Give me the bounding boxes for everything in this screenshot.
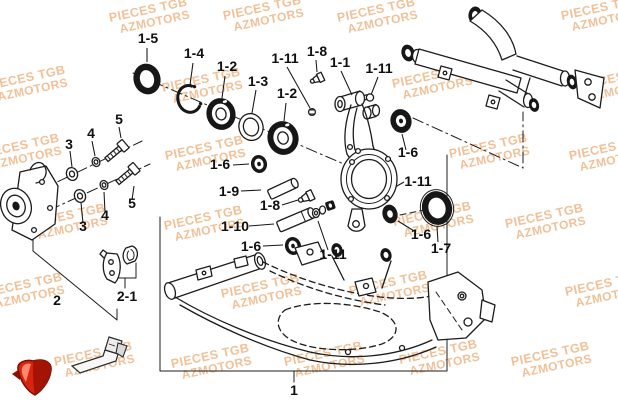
watermark-text: PIECES TGBAZMOTORS: [170, 341, 254, 384]
washer-bolt-set-lower: [73, 162, 141, 204]
part-label-1-6: 1-6: [210, 156, 230, 172]
part-label-1-9: 1-9: [219, 183, 239, 199]
part-label-2: 2: [53, 292, 61, 308]
dust-seal-1-7: [419, 189, 455, 227]
locator-bracket-part: [70, 336, 128, 374]
bearing-1-2-a: [206, 98, 236, 130]
watermark-text: PIECES TGBAZMOTORS: [504, 201, 588, 244]
leader-lines: [69, 48, 439, 251]
part-label-1-10: 1-10: [221, 218, 249, 234]
washer-nut-1-11-mid: [311, 200, 336, 219]
spacer-1-6-right: [382, 204, 398, 224]
part-label-1-11: 1-11: [319, 246, 346, 262]
pivot-pin-1-10: [276, 207, 316, 233]
part-label-1-5: 1-5: [138, 30, 158, 46]
spacer-ring-1-3: [238, 112, 264, 142]
part-label-1-11: 1-11: [365, 60, 392, 76]
part-label-3: 3: [79, 218, 87, 234]
pad-parts-2-1: [99, 245, 139, 284]
part-label-1-8: 1-8: [260, 197, 280, 213]
part-label-5: 5: [128, 195, 136, 211]
part-locator-arrow-icon: [12, 359, 52, 396]
part-label-3: 3: [65, 136, 73, 152]
watermark-text: PIECES TGBAZMOTORS: [398, 337, 482, 380]
part-label-1: 1: [290, 382, 298, 398]
grease-fitting-1-8-mid: [297, 189, 316, 203]
part-label-4: 4: [87, 125, 95, 141]
grease-fitting-1-8-top: [309, 71, 326, 84]
part-label-1-11: 1-11: [271, 50, 298, 66]
watermark-text: PIECES TGBAZMOTORS: [0, 63, 69, 106]
part-label-1-6: 1-6: [241, 238, 261, 254]
knuckle-part-1-1: [334, 90, 398, 232]
part-label-5: 5: [115, 111, 123, 127]
part-label-1-2: 1-2: [277, 85, 297, 101]
watermark-text: PIECES TGBAZMOTORS: [222, 0, 306, 36]
bolt-5-upper: [104, 139, 130, 163]
watermark-text: PIECES TGBAZMOTORS: [336, 0, 420, 38]
upper-swing-arm: [401, 6, 605, 112]
washer-bolt-set-upper: [65, 139, 130, 182]
part-label-4: 4: [101, 207, 109, 223]
part-label-1-6: 1-6: [411, 226, 431, 242]
seal-1-6-upper-right: [390, 109, 412, 133]
bearing-1-2-b: [267, 121, 299, 155]
watermark-text: PIECES TGBAZMOTORS: [220, 271, 304, 314]
part-label-2-1: 2-1: [117, 288, 137, 304]
hub-bracket-part: [0, 161, 59, 241]
part-label-1-6: 1-6: [398, 144, 418, 160]
watermark-text: PIECES TGBAZMOTORS: [448, 131, 532, 174]
pivot-pin-1-9: [267, 177, 299, 200]
part-label-1-3: 1-3: [248, 73, 268, 89]
lower-swing-arm: [163, 241, 496, 366]
part-label-1-4: 1-4: [184, 45, 204, 61]
part-label-1-1: 1-1: [330, 54, 350, 70]
watermark-text: PIECES TGBAZMOTORS: [108, 0, 192, 38]
watermark-text: PIECES TGBAZMOTORS: [164, 133, 248, 176]
part-label-1-2: 1-2: [217, 58, 237, 74]
bolt-1-11-upper-left: [307, 107, 317, 117]
part-label-1-7: 1-7: [431, 240, 451, 256]
watermark-text: PIECES TGBAZMOTORS: [510, 339, 594, 382]
watermark-text: PIECES TGBAZMOTORS: [283, 339, 367, 382]
oil-seal-1-5: [133, 63, 161, 95]
watermark-text: PIECES TGBAZMOTORS: [564, 269, 618, 312]
watermark-text: PIECES TGBAZMOTORS: [0, 131, 63, 174]
circlip-1-4: [176, 84, 203, 114]
bolt-5-lower: [115, 162, 141, 186]
washer-1-6-left: [250, 155, 268, 173]
watermark-text: PIECES TGBAZMOTORS: [568, 133, 618, 176]
part-label-1-8: 1-8: [307, 43, 327, 59]
watermark-text: PIECES TGBAZMOTORS: [560, 0, 618, 36]
part-label-1-11: 1-11: [404, 173, 431, 189]
